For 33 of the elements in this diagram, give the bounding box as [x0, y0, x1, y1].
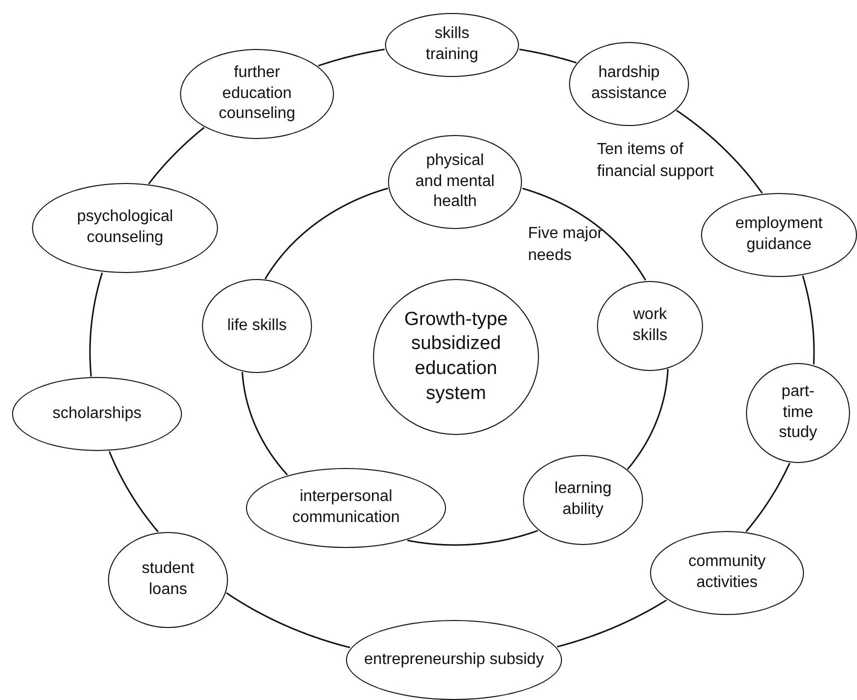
annotation-text: Ten items of financial support [597, 140, 715, 182]
ring-connector [522, 188, 646, 281]
node-label: entrepreneurship subsidy [364, 650, 544, 670]
node-label: life skills [227, 316, 287, 336]
node-label: psychological counseling [76, 207, 174, 248]
node-label: learning ability [554, 479, 612, 520]
node-label: community activities [687, 552, 767, 593]
ring-connector [108, 451, 159, 532]
ring-connector [556, 600, 667, 648]
node-label: skills training [424, 24, 480, 65]
node-label: scholarships [52, 404, 142, 424]
ring-connector [148, 126, 205, 184]
node-label: student loans [140, 559, 196, 600]
node-label: hardship assistance [590, 63, 668, 104]
ring-connector [226, 592, 350, 648]
node-label: interpersonal communication [291, 487, 401, 528]
node-label: Growth-type subsidized education system [403, 308, 509, 406]
ring-connector [89, 272, 103, 377]
ring-connector [518, 48, 577, 64]
node-label: further education counseling [218, 62, 296, 124]
ring-connector [318, 48, 385, 67]
node-label: physical and mental health [415, 150, 495, 212]
node-label: work skills [632, 305, 668, 346]
annotation-text: Five major needs [528, 224, 604, 266]
ring-connector [407, 530, 538, 546]
ring-connector [676, 110, 763, 194]
node-label: part-time study [778, 382, 818, 444]
ring-connector [627, 368, 669, 470]
ring-connector [242, 372, 288, 476]
ring-connector [264, 188, 388, 280]
ring-connector [802, 275, 815, 365]
node-label: employment guidance [734, 214, 824, 255]
ring-connector [745, 462, 790, 532]
